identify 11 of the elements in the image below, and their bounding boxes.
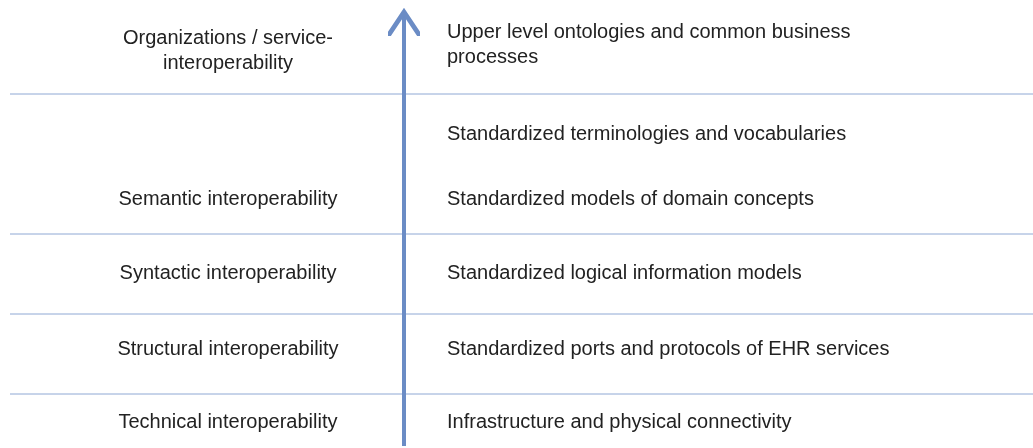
description-text: Standardized logical information models bbox=[447, 259, 803, 285]
description-text: Standardized models of domain concepts bbox=[447, 185, 815, 211]
level-label: Syntactic interoperability bbox=[118, 259, 338, 285]
description-text: Infrastructure and physical connectivity bbox=[447, 408, 793, 434]
level-label: Structural interoperability bbox=[116, 335, 340, 361]
description-text: Standardized terminologies and vocabularies bbox=[447, 120, 848, 146]
description-text: Standardized ports and protocols of EHR services bbox=[447, 335, 891, 361]
level-label: Technical interoperability bbox=[117, 408, 339, 434]
description-text: Upper level ontologies and common business processes bbox=[447, 19, 852, 69]
level-label: Organizations / service-interoperability bbox=[121, 25, 335, 75]
level-label: Semantic interoperability bbox=[117, 185, 339, 211]
